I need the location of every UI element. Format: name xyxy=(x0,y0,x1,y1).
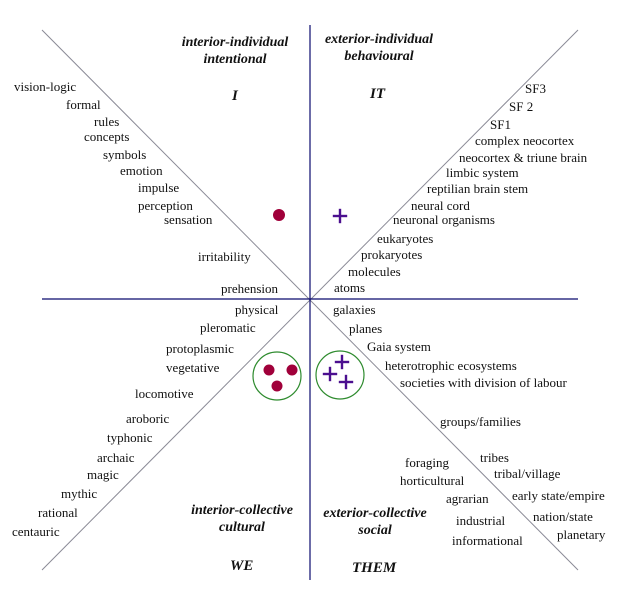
header-line2: cultural xyxy=(219,519,265,535)
quadrant-symbol-them: THEM xyxy=(352,560,397,576)
single-dot-marker xyxy=(273,209,285,221)
quadrant-header-lower-left: interior-collective cultural xyxy=(178,503,306,537)
level-label: mythic xyxy=(61,486,98,501)
level-label: vegetative xyxy=(166,360,220,375)
quadrant-symbol-we: WE xyxy=(230,558,254,574)
level-label: industrial xyxy=(456,513,506,528)
level-label: atoms xyxy=(334,280,366,295)
level-label: foraging xyxy=(405,455,450,470)
level-label: emotion xyxy=(120,163,163,178)
level-label: rules xyxy=(94,114,120,129)
level-label: tribes xyxy=(480,450,509,465)
header-line2: behavioural xyxy=(344,48,414,64)
cluster-circle-right xyxy=(315,350,365,400)
header-line2: intentional xyxy=(203,51,267,67)
cluster-circle-left xyxy=(252,351,302,401)
header-line2: social xyxy=(358,522,392,538)
level-label: prokaryotes xyxy=(361,247,423,262)
level-label: rational xyxy=(38,505,78,520)
quadrant-header-upper-left: interior-individual intentional xyxy=(170,35,300,69)
level-label: eukaryotes xyxy=(377,231,434,246)
level-label: perception xyxy=(138,198,193,213)
level-label: SF3 xyxy=(525,81,546,96)
cluster-dot xyxy=(263,364,275,376)
level-label: informational xyxy=(452,533,523,548)
quadrant-header-lower-right: exterior-collective social xyxy=(312,506,438,540)
header-line1: exterior-collective xyxy=(323,506,427,521)
single-plus-marker xyxy=(332,208,348,224)
level-label: agrarian xyxy=(446,491,489,506)
level-label: planes xyxy=(349,321,383,336)
level-label: neural cord xyxy=(411,198,470,213)
level-label: SF1 xyxy=(490,117,511,132)
level-label: prehension xyxy=(221,281,279,296)
level-label: magic xyxy=(87,467,119,482)
quadrant-header-upper-right: exterior-individual behavioural xyxy=(314,32,444,66)
level-label: groups/families xyxy=(440,414,521,429)
level-label: limbic system xyxy=(446,165,519,180)
level-label: tribal/village xyxy=(494,466,561,481)
level-label: reptilian brain stem xyxy=(427,181,529,196)
cluster-dot xyxy=(286,364,298,376)
level-label: early state/empire xyxy=(512,488,605,503)
level-label: heterotrophic ecosystems xyxy=(385,358,517,373)
header-line1: interior-individual xyxy=(181,35,289,50)
level-label: protoplasmic xyxy=(166,341,234,356)
level-label: vision-logic xyxy=(14,79,77,94)
level-label: pleromatic xyxy=(200,320,256,335)
level-label: locomotive xyxy=(135,386,194,401)
level-label: centauric xyxy=(12,524,60,539)
level-label: sensation xyxy=(164,212,213,227)
level-label: neocortex & triune brain xyxy=(459,150,588,165)
level-label: aroboric xyxy=(126,411,170,426)
header-line1: interior-collective xyxy=(191,503,293,518)
level-label: concepts xyxy=(84,129,130,144)
cluster-dot xyxy=(271,380,283,392)
level-label: formal xyxy=(66,97,101,112)
level-label: SF 2 xyxy=(509,99,534,114)
level-label: symbols xyxy=(103,147,147,162)
level-label: neuronal organisms xyxy=(393,212,495,227)
quadrant-symbol-it: IT xyxy=(370,86,385,102)
level-label: molecules xyxy=(348,264,401,279)
level-label: nation/state xyxy=(533,509,593,524)
level-label: complex neocortex xyxy=(475,133,575,148)
cluster-plus-marks xyxy=(322,354,354,390)
quadrant-symbol-i: I xyxy=(232,88,238,104)
level-label: Gaia system xyxy=(367,339,431,354)
level-label: irritability xyxy=(198,249,251,264)
level-label: societies with division of labour xyxy=(400,375,567,390)
level-label: physical xyxy=(235,302,279,317)
level-label: archaic xyxy=(97,450,135,465)
level-label: planetary xyxy=(557,527,606,542)
level-label: galaxies xyxy=(333,302,376,317)
level-label: horticultural xyxy=(400,473,465,488)
level-label: impulse xyxy=(138,180,180,195)
header-line1: exterior-individual xyxy=(324,32,434,47)
level-label: typhonic xyxy=(107,430,153,445)
